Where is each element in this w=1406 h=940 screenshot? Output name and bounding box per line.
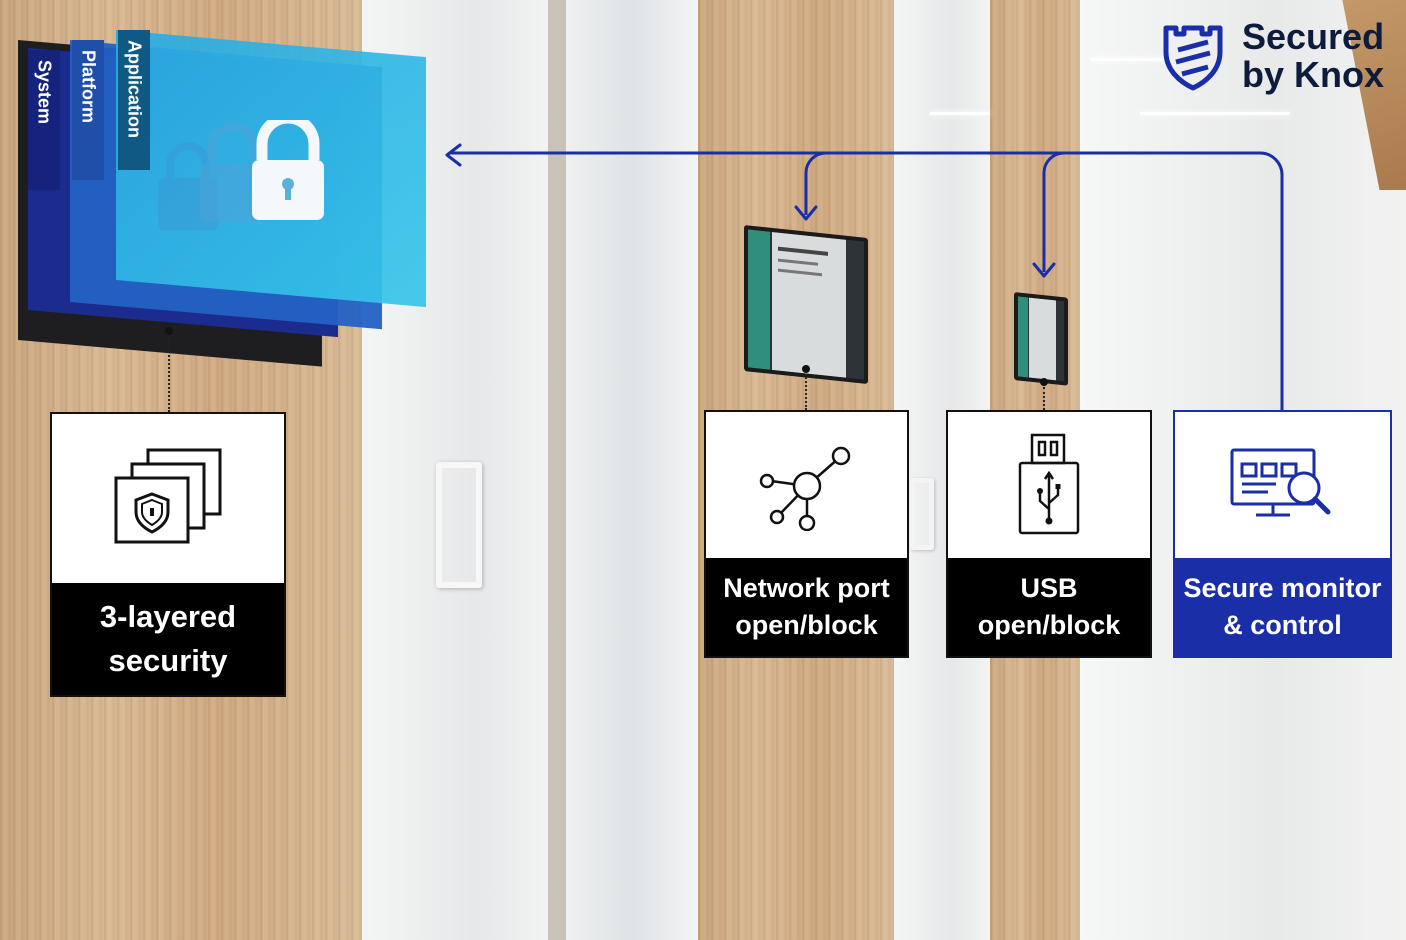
callout-label: USB open/block	[948, 558, 1150, 656]
application-layer-tab: Application	[118, 30, 150, 170]
dotted-leader	[805, 374, 807, 410]
system-layer-tab: System	[28, 50, 60, 190]
door-handle	[436, 462, 482, 588]
dotted-leader	[1043, 387, 1045, 410]
lock-icon	[158, 120, 324, 230]
anchor-dot	[802, 365, 810, 373]
application-layer-label: Application	[124, 40, 145, 138]
wall-divider	[548, 0, 566, 940]
knox-logo-line2: by Knox	[1242, 54, 1385, 95]
icon-area	[1175, 412, 1390, 560]
monitor-search-icon	[1230, 448, 1330, 517]
secure-monitor-callout: Secure monitor & control	[1173, 410, 1392, 658]
dotted-leader	[168, 336, 170, 412]
callout-label: 3-layered security	[52, 583, 284, 695]
platform-layer-label: Platform	[78, 50, 99, 124]
network-nodes-icon	[759, 446, 850, 531]
knox-shield-icon	[1163, 25, 1223, 91]
stacked-shield-icon	[114, 448, 222, 544]
anchor-dot	[165, 327, 173, 335]
three-layer-security-callout: 3-layered security	[50, 412, 286, 697]
icon-area	[52, 414, 284, 584]
icon-area	[706, 412, 907, 560]
icon-area	[948, 412, 1150, 560]
callout-label: Secure monitor & control	[1175, 558, 1390, 656]
system-layer-label: System	[34, 60, 55, 125]
callout-label: Network port open/block	[706, 558, 907, 656]
ceiling-light	[1140, 112, 1290, 115]
platform-layer-tab: Platform	[72, 40, 104, 180]
door-handle-small	[910, 478, 934, 550]
ceiling-light	[930, 112, 990, 115]
usb-callout: USB open/block	[946, 410, 1152, 658]
anchor-dot	[1040, 378, 1048, 386]
glass-wall-panel	[566, 0, 698, 940]
network-port-callout: Network port open/block	[704, 410, 909, 658]
knox-logo-line1: Secured	[1242, 16, 1385, 57]
ceiling-light	[1090, 58, 1170, 61]
usb-drive-icon	[1018, 433, 1080, 535]
